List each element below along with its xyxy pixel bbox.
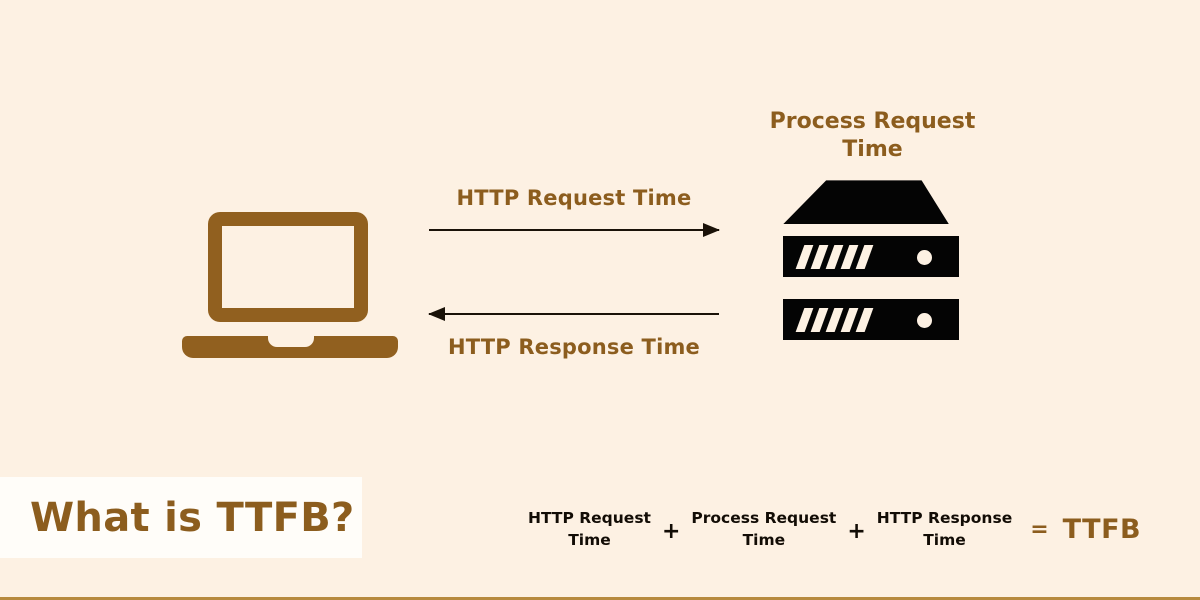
laptop-notch (268, 334, 314, 347)
arrow-head (703, 223, 720, 237)
formula-operator-plus-1: + (661, 518, 681, 544)
arrow-left-icon (428, 306, 719, 322)
formula-term-line1: Process Request (691, 508, 837, 527)
server-unit (783, 299, 959, 341)
process-request-time-line1: Process Request (769, 109, 976, 134)
arrow-line (429, 229, 719, 231)
process-request-time-label: Process Request Time (760, 108, 985, 164)
laptop-screen (208, 212, 368, 322)
laptop-base (182, 336, 398, 358)
formula-term-line2: Time (923, 531, 966, 549)
server-group: Process Request Time (760, 108, 985, 350)
formula-result-ttfb: TTFB (1062, 513, 1142, 545)
formula-term-line2: Time (742, 531, 786, 549)
formula-term-http-response-time: HTTP Response Time (877, 507, 1012, 552)
http-response-flow: HTTP Response Time (424, 306, 724, 359)
formula-term-line1: HTTP Response (876, 508, 1013, 527)
formula-term-process-request-time: Process Request Time (691, 507, 836, 552)
ttfb-formula: HTTP Request Time + Process Request Time… (528, 498, 1141, 560)
server-led-icon (917, 313, 932, 329)
server-rack-icon (760, 180, 985, 350)
server-led-icon (917, 250, 932, 266)
formula-term-line2: Time (568, 531, 611, 549)
formula-operator-plus-2: + (847, 518, 866, 544)
arrow-right-icon (429, 222, 720, 238)
server-unit (783, 236, 959, 278)
server-vents-icon (795, 308, 892, 333)
title-banner: What is TTFB? (0, 477, 362, 558)
http-response-time-label: HTTP Response Time (447, 335, 701, 359)
formula-term-line1: HTTP Request (528, 508, 651, 527)
arrow-head (428, 307, 445, 321)
server-vents-icon (795, 245, 892, 270)
formula-term-http-request-time: HTTP Request Time (528, 507, 651, 552)
http-request-time-label: HTTP Request Time (456, 186, 692, 210)
process-request-time-line2: Time (842, 137, 903, 163)
arrow-line (429, 313, 719, 315)
page-title: What is TTFB? (30, 494, 355, 541)
server-top-trapezoid (783, 180, 949, 225)
formula-equals-sign: = (1030, 516, 1049, 542)
laptop-icon (180, 212, 400, 360)
vent-slash (855, 308, 874, 333)
http-request-flow: HTTP Request Time (424, 186, 724, 238)
vent-slash (855, 245, 874, 270)
